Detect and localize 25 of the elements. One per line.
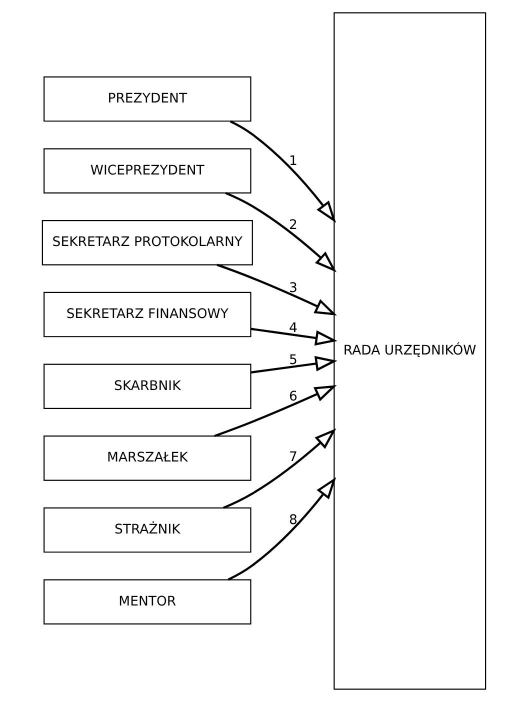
node-box: SEKRETARZ FINANSOWY xyxy=(44,292,252,338)
arrow xyxy=(250,328,338,346)
node-box: STRAŻNIK xyxy=(44,507,252,553)
arrow xyxy=(225,192,337,272)
arrow xyxy=(214,385,337,438)
node-box: PREZYDENT xyxy=(44,76,252,122)
node-box: SKARBNIK xyxy=(44,364,252,410)
node-box: MENTOR xyxy=(44,579,252,625)
arrow xyxy=(228,477,336,581)
edge-label: 4 xyxy=(289,320,298,336)
edge-label: 8 xyxy=(289,513,298,528)
edge-label: 2 xyxy=(289,218,298,233)
node-box: RADA URZĘDNIKÓW xyxy=(334,12,486,690)
edge-label: 5 xyxy=(289,352,298,368)
node-box: SEKRETARZ PROTOKOLARNY xyxy=(42,220,253,266)
node-box: WICEPREZYDENT xyxy=(44,148,252,194)
arrow xyxy=(222,428,336,509)
edge-label: 1 xyxy=(289,154,298,169)
arrow xyxy=(250,356,338,374)
node-box: MARSZAŁEK xyxy=(44,436,252,481)
edge-label: 6 xyxy=(289,389,298,404)
edge-label: 7 xyxy=(289,450,298,466)
edge-label: 3 xyxy=(289,280,298,296)
arrow xyxy=(216,264,337,316)
arrow xyxy=(230,120,336,223)
